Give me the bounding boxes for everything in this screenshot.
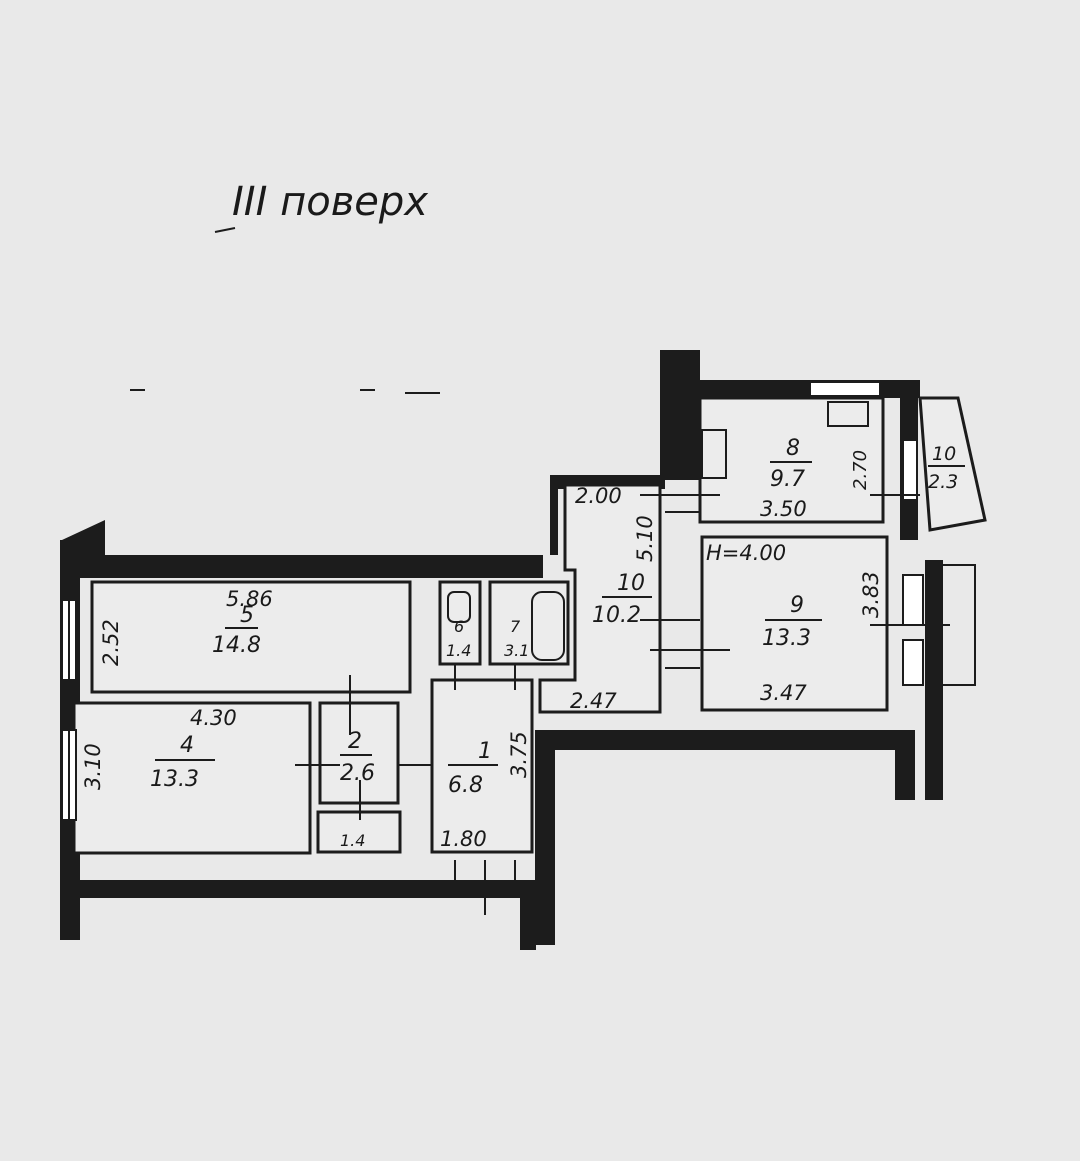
svg-text:10: 10 — [932, 443, 956, 465]
windows-right — [902, 439, 976, 686]
label-room-5: 5 14.8 — [212, 603, 261, 658]
dim-room5-width: 5.86 — [226, 587, 273, 611]
dim-room9-width: 3.47 — [760, 681, 807, 705]
floor-title: ІІІ поверх — [232, 179, 428, 225]
dim-corridor-top: 2.00 — [575, 484, 622, 508]
svg-text:2: 2 — [348, 729, 362, 754]
label-room-2: 2 2.6 — [340, 729, 375, 786]
scan-marks — [130, 389, 440, 394]
svg-text:6: 6 — [454, 617, 464, 636]
svg-text:2.3: 2.3 — [928, 471, 958, 493]
label-corridor-10: 10 10.2 — [592, 571, 652, 628]
svg-text:7: 7 — [510, 617, 521, 636]
label-room-7: 7 3.1 — [504, 617, 529, 660]
svg-text:1.4: 1.4 — [340, 831, 365, 850]
svg-text:13.3: 13.3 — [150, 767, 199, 792]
svg-text:13.3: 13.3 — [762, 626, 811, 651]
room-8 — [698, 396, 885, 524]
door-marks — [295, 494, 950, 915]
dim-room1-depth: 3.75 — [507, 731, 531, 778]
svg-text:1.4: 1.4 — [446, 641, 471, 660]
windows-left — [61, 599, 77, 821]
title-underline — [214, 227, 236, 233]
bathtub-icon — [531, 591, 565, 661]
radiator-icon — [809, 381, 881, 397]
dim-corridor-width: 2.47 — [570, 689, 617, 713]
corridor-10 — [538, 483, 662, 714]
stove-icon — [827, 401, 869, 427]
svg-text:9.7: 9.7 — [770, 467, 805, 492]
room-9 — [700, 535, 889, 712]
room-5 — [90, 580, 412, 694]
label-room-8: 8 9.7 — [770, 436, 812, 492]
dim-room4-width: 4.30 — [190, 706, 237, 730]
dim-room8-depth: 2.70 — [850, 450, 871, 490]
svg-text:3.1: 3.1 — [504, 641, 529, 660]
room-4 — [72, 701, 312, 855]
dim-room4-depth: 3.10 — [81, 743, 105, 790]
svg-text:1: 1 — [478, 739, 492, 764]
room-7 — [488, 580, 570, 666]
dim-room5-depth: 2.52 — [99, 619, 123, 666]
label-room-1: 1 6.8 — [448, 739, 498, 798]
svg-text:5: 5 — [240, 603, 254, 628]
dim-room1-width: 1.80 — [440, 827, 487, 851]
svg-text:14.8: 14.8 — [212, 633, 261, 658]
dim-room8-width: 3.50 — [760, 497, 807, 521]
toilet-icon — [447, 591, 471, 623]
svg-text:9: 9 — [790, 593, 804, 618]
svg-text:4: 4 — [180, 733, 194, 758]
svg-text:2.6: 2.6 — [340, 761, 375, 786]
room-10-balcony — [918, 396, 987, 532]
sink-icon — [701, 429, 727, 479]
ceiling-height-label: Н=4.00 — [706, 541, 786, 565]
label-room-6: 6 1.4 — [446, 617, 471, 660]
dim-corridor-length: 5.10 — [633, 515, 657, 562]
label-room-3: 1.4 — [340, 831, 365, 850]
label-room-4: 4 13.3 — [150, 733, 215, 792]
svg-text:6.8: 6.8 — [448, 773, 483, 798]
dim-room9-depth: 3.83 — [859, 571, 883, 618]
svg-text:8: 8 — [786, 436, 800, 461]
label-room-9: 9 13.3 — [762, 593, 822, 651]
svg-text:10: 10 — [617, 571, 645, 596]
label-room-10: 10 2.3 — [928, 443, 965, 493]
svg-text:10.2: 10.2 — [592, 603, 641, 628]
